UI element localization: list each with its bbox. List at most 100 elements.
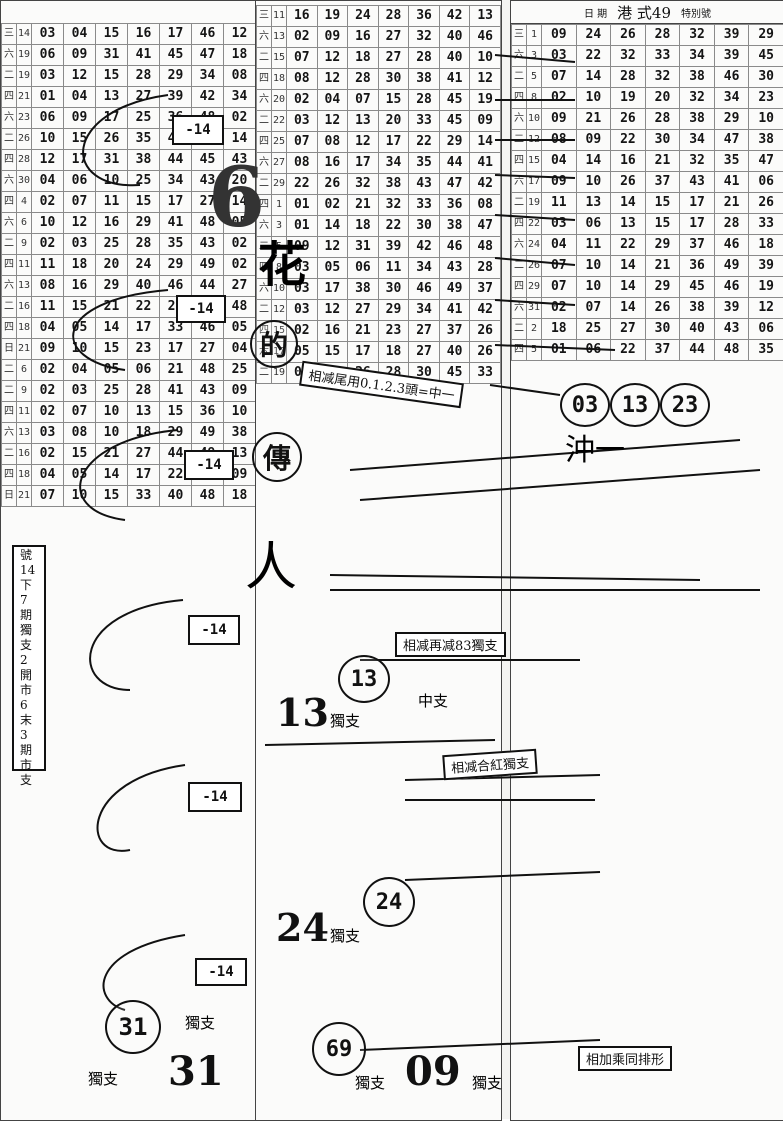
number-cell: 34 xyxy=(192,66,224,87)
number-cell: 46 xyxy=(714,277,749,298)
number-cell: 10 xyxy=(470,48,501,69)
number-cell: 17 xyxy=(378,132,409,153)
day-cell: 19 xyxy=(527,193,542,214)
number-cell: 25 xyxy=(96,381,128,402)
number-cell: 17 xyxy=(680,193,715,214)
weekday-cell: 二 xyxy=(512,193,527,214)
weekday-cell: 四 xyxy=(512,151,527,172)
number-cell: 09 xyxy=(576,130,611,151)
number-cell: 10 xyxy=(576,88,611,109)
du-zhi-6: 獨支 xyxy=(472,1072,502,1093)
number-cell: 03 xyxy=(542,46,577,67)
number-cell: 16 xyxy=(611,151,646,172)
number-cell: 28 xyxy=(409,90,440,111)
number-cell: 11 xyxy=(378,258,409,279)
number-cell: 29 xyxy=(160,66,192,87)
number-cell: 40 xyxy=(160,486,192,507)
number-cell: 47 xyxy=(439,174,470,195)
number-cell: 18 xyxy=(348,216,379,237)
day-cell: 31 xyxy=(527,298,542,319)
weekday-cell: 二 xyxy=(257,300,272,321)
bottom-note: 相加乘同排形 xyxy=(578,1046,672,1071)
number-cell: 39 xyxy=(378,237,409,258)
number-cell: 26 xyxy=(645,298,680,319)
date-label: 日 期 xyxy=(584,5,607,20)
number-cell: 06 xyxy=(749,319,783,340)
number-cell: 48 xyxy=(192,486,224,507)
number-cell: 09 xyxy=(542,172,577,193)
number-cell: 13 xyxy=(611,214,646,235)
number-cell: 04 xyxy=(542,235,577,256)
number-cell: 30 xyxy=(645,319,680,340)
number-cell: 38 xyxy=(378,174,409,195)
number-cell: 22 xyxy=(287,174,318,195)
number-cell: 17 xyxy=(348,342,379,363)
number-cell: 38 xyxy=(409,69,440,90)
sheet-header: 日 期 港 式49 特別號 xyxy=(511,1,783,24)
number-cell: 26 xyxy=(317,174,348,195)
title-char-4: 人 xyxy=(245,525,297,600)
number-cell: 36 xyxy=(439,195,470,216)
weekday-cell: 六 xyxy=(257,90,272,111)
number-cell: 26 xyxy=(611,172,646,193)
day-cell: 12 xyxy=(272,300,287,321)
number-cell: 12 xyxy=(749,298,783,319)
number-cell: 42 xyxy=(439,6,470,27)
number-cell: 21 xyxy=(348,195,379,216)
number-cell: 27 xyxy=(409,321,440,342)
number-cell: 43 xyxy=(714,319,749,340)
number-cell: 34 xyxy=(680,130,715,151)
day-cell: 9 xyxy=(17,234,32,255)
number-cell: 11 xyxy=(542,193,577,214)
circled-13: 13 xyxy=(610,383,660,427)
number-cell: 06 xyxy=(64,171,96,192)
number-cell: 17 xyxy=(160,24,192,45)
number-cell: 14 xyxy=(96,318,128,339)
number-cell: 10 xyxy=(32,129,64,150)
number-cell: 46 xyxy=(192,24,224,45)
weekday-cell: 二 xyxy=(2,66,17,87)
number-cell: 26 xyxy=(611,25,646,46)
number-cell: 23 xyxy=(128,339,160,360)
day-cell: 11 xyxy=(272,6,287,27)
number-cell: 16 xyxy=(128,24,160,45)
weekday-cell: 六 xyxy=(512,109,527,130)
number-cell: 47 xyxy=(749,151,783,172)
day-cell: 23 xyxy=(17,108,32,129)
number-cell: 21 xyxy=(576,109,611,130)
number-cell: 02 xyxy=(224,255,256,276)
number-cell: 09 xyxy=(542,25,577,46)
number-cell: 05 xyxy=(64,318,96,339)
number-cell: 34 xyxy=(378,153,409,174)
number-cell: 08 xyxy=(317,132,348,153)
day-cell: 22 xyxy=(272,111,287,132)
number-cell: 09 xyxy=(542,109,577,130)
number-cell: 21 xyxy=(160,360,192,381)
circled-23: 23 xyxy=(660,383,710,427)
number-cell: 28 xyxy=(645,25,680,46)
number-cell: 29 xyxy=(645,235,680,256)
number-cell: 39 xyxy=(749,256,783,277)
number-cell: 33 xyxy=(749,214,783,235)
number-cell: 01 xyxy=(287,195,318,216)
number-cell: 16 xyxy=(287,6,318,27)
number-cell: 11 xyxy=(32,255,64,276)
number-cell: 30 xyxy=(409,216,440,237)
number-cell: 07 xyxy=(542,256,577,277)
number-cell: 14 xyxy=(470,132,501,153)
number-cell: 35 xyxy=(160,234,192,255)
day-cell: 15 xyxy=(527,151,542,172)
number-cell: 06 xyxy=(32,108,64,129)
day-cell: 27 xyxy=(272,153,287,174)
number-cell: 10 xyxy=(749,109,783,130)
